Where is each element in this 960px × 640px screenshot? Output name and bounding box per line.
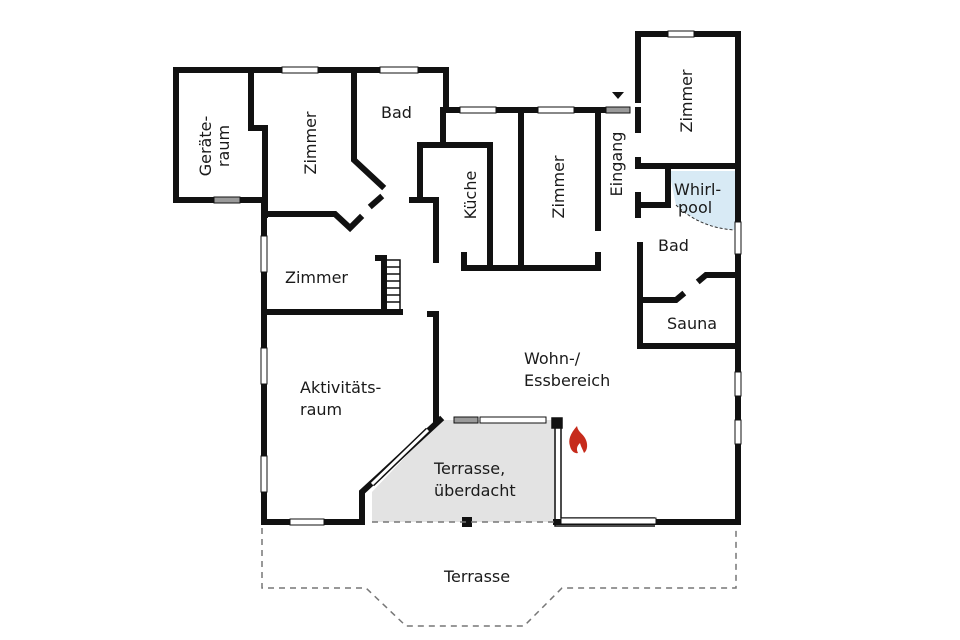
label-line: Whirl- — [674, 180, 722, 199]
label-line: Terrasse, — [434, 459, 506, 478]
room-label-eingang: Eingang — [607, 131, 626, 197]
room-label-bad-n: Bad — [381, 103, 412, 122]
room-label-geraeteraum: Geräte- raum — [196, 111, 233, 181]
windows — [260, 30, 742, 526]
room-label-sauna: Sauna — [667, 314, 718, 333]
whirlpool-area — [669, 171, 735, 230]
label-line: raum — [214, 124, 233, 168]
covered-terrace-area — [372, 420, 556, 522]
label-line: Geräte- — [196, 115, 215, 177]
room-label-whirlpool: Whirl- pool — [674, 181, 721, 217]
support-post — [462, 517, 472, 527]
label-line: Essbereich — [524, 371, 611, 390]
room-label-bad-e: Bad — [658, 236, 689, 255]
terrace-dashed-outline — [261, 521, 737, 627]
room-label-zimmer-nw: Zimmer — [301, 111, 320, 175]
whirlpool-edge — [675, 204, 736, 231]
room-label-terrasse: Terrasse — [444, 567, 511, 586]
label-line: Aktivitäts- — [300, 378, 382, 397]
room-label-kueche: Küche — [461, 170, 480, 220]
label-line: pool — [678, 198, 713, 217]
entrance-arrow-icon — [612, 92, 624, 99]
diagonal-window — [369, 427, 431, 487]
room-label-zimmer-w: Zimmer — [285, 268, 348, 287]
room-label-zimmer-center: Zimmer — [549, 155, 568, 219]
room-label-wohn-essbereich: Wohn-/ Essbereich — [524, 348, 610, 392]
label-line: raum — [300, 400, 343, 419]
covered-terrace-border — [551, 417, 655, 527]
room-label-zimmer-ne: Zimmer — [677, 69, 696, 133]
stairs — [383, 259, 401, 311]
room-label-aktivitaetsraum: Aktivitäts- raum — [300, 377, 381, 421]
windows-gray — [213, 106, 631, 424]
fireplace-flame-icon — [569, 426, 588, 454]
label-line: überdacht — [434, 481, 516, 500]
label-line: Wohn-/ — [524, 349, 581, 368]
room-label-terrasse-ueberdacht: Terrasse, überdacht — [434, 458, 516, 502]
